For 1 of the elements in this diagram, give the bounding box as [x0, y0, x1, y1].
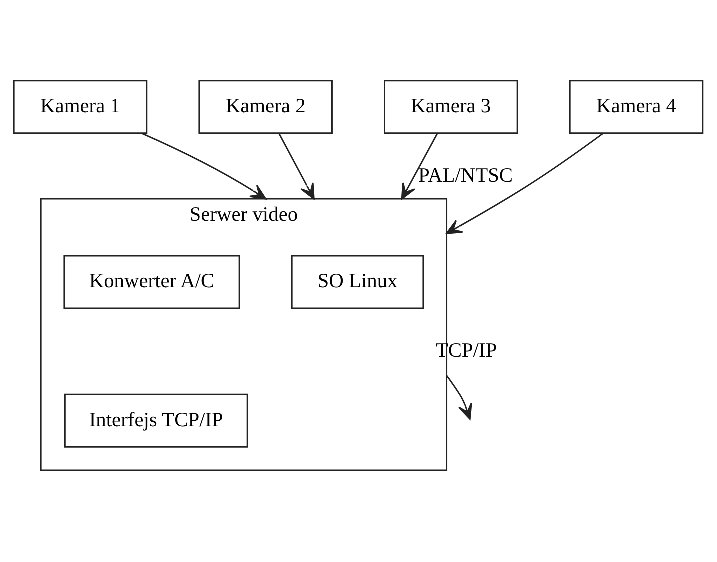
edge-label: PAL/NTSC — [418, 164, 514, 186]
